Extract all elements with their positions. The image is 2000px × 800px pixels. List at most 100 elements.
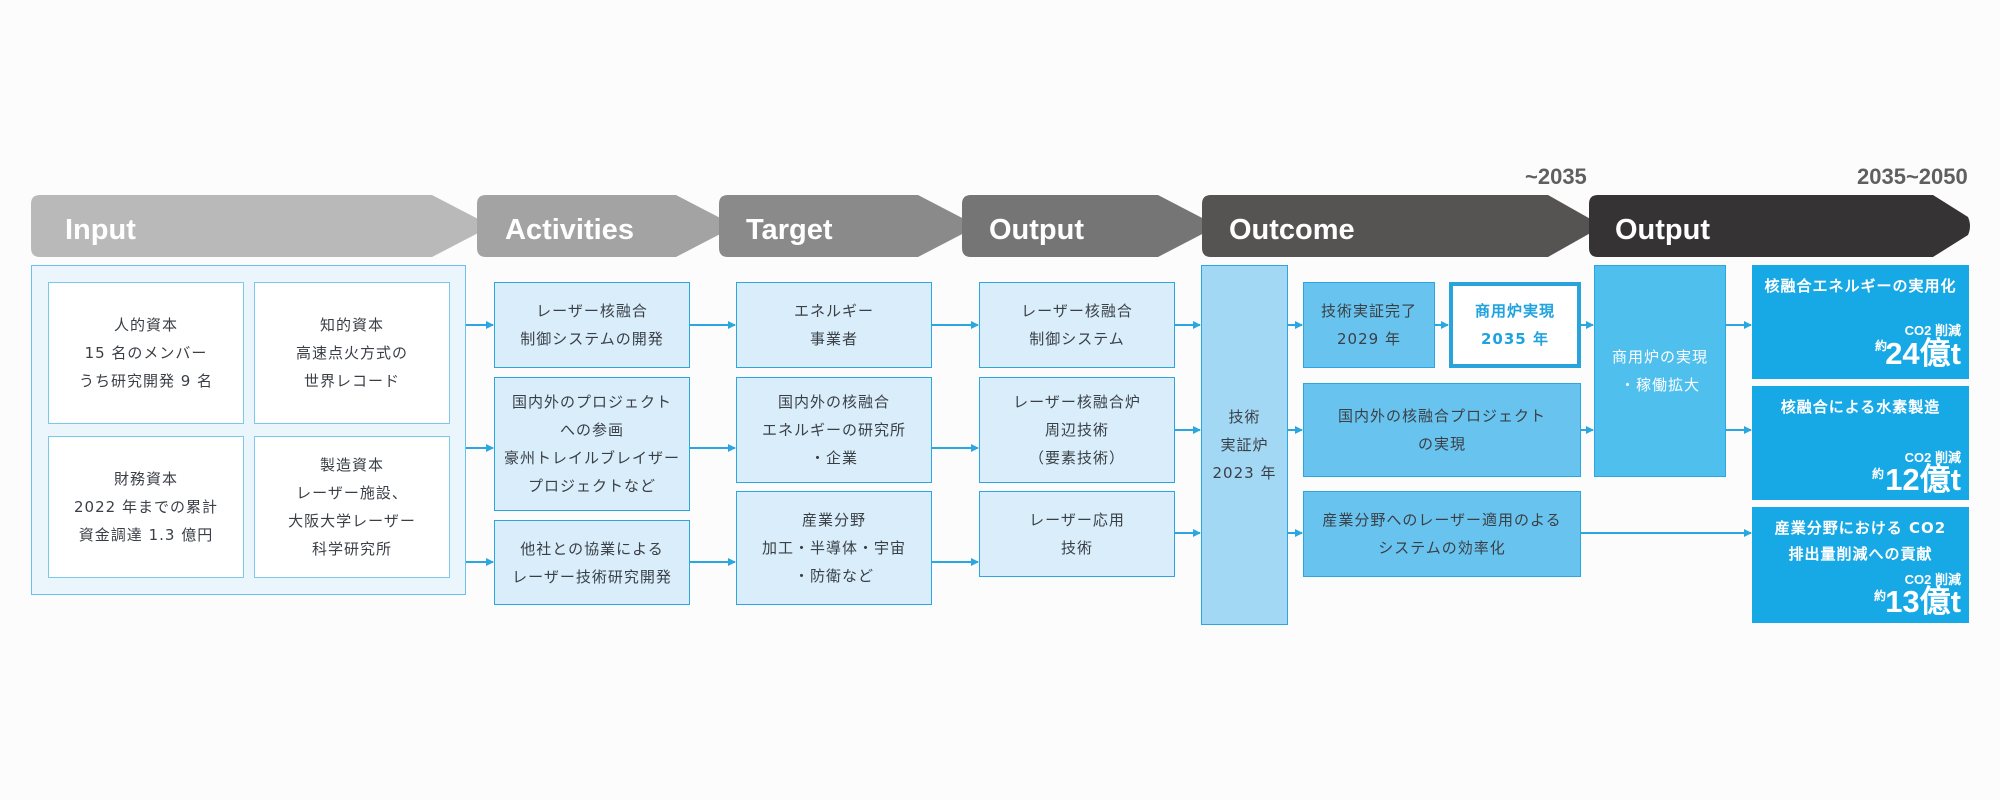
project-line1: 国内外の核融合プロジェクト [1337,407,1546,425]
header-arrow-activities [477,195,726,257]
input-financial-capital: 財務資本 2022 年までの累計 資金調達 1.3 億円 [48,436,244,578]
input-human-capital: 人的資本 15 名のメンバー うち研究開発 9 名 [48,282,244,424]
industry-line1: 産業分野へのレーザー適用のよる [1322,511,1562,529]
human-capital-title: 人的資本 [113,316,178,334]
result-3-amount: 13億t [1885,584,1961,619]
output-2-line1: レーザー核融合炉 [1013,393,1141,411]
demo-reactor-line2: 実証炉 [1220,436,1269,454]
activity-1-line1: レーザー核融合 [536,302,648,320]
header-output: Output [989,214,1085,246]
demo-reactor-line3: 2023 年 [1212,464,1277,482]
header-arrow-input [31,195,482,257]
outcome-tech-complete: 技術実証完了 2029 年 [1303,282,1435,368]
target-energy: エネルギー 事業者 [736,282,932,368]
result-2-approx: 約 [1872,467,1885,481]
header-arrow-outcome [1202,195,1594,257]
input-manufacturing-capital: 製造資本 レーザー施設、 大阪大学レーザー 科学研究所 [254,436,450,578]
demo-reactor-line1: 技術 [1228,408,1261,426]
activity-3-line1: 他社との協業による [520,539,664,558]
activity-3-line2: レーザー技術研究開発 [512,567,672,586]
manufacturing-capital-line1: レーザー施設、 [296,484,408,502]
result-fusion-energy: 核融合エネルギーの実用化 CO2 削減 約 24億t [1752,265,1969,379]
intellectual-capital-line1: 高速点火方式の [295,344,408,362]
result-hydrogen: 核融合による水素製造 CO2 削減 約 12億t [1752,386,1969,500]
outcome-commercial-reactor: 商用炉実現 2035 年 [1449,282,1581,368]
manufacturing-capital-title: 製造資本 [319,456,384,474]
output-commercial-expansion: 商用炉の実現 ・稼働拡大 [1594,265,1726,477]
period-label-2035: ~2035 [1525,164,1587,189]
input-intellectual-capital: 知的資本 高速点火方式の 世界レコード [254,282,450,424]
result-3-co2-label: CO2 削減 [1904,572,1961,587]
expansion-line1: 商用炉の実現 [1611,348,1708,366]
header-input: Input [65,214,136,246]
manufacturing-capital-line2: 大阪大学レーザー [288,512,416,530]
activity-2-line4: プロジェクトなど [527,477,656,495]
target-1-line1: エネルギー [793,302,874,320]
output-reactor-tech: レーザー核融合炉 周辺技術 （要素技術） [979,377,1175,483]
manufacturing-capital-line3: 科学研究所 [311,540,392,558]
commercial-line1: 商用炉実現 [1474,302,1555,320]
intellectual-capital-line2: 世界レコード [303,372,400,390]
header-target: Target [746,214,833,246]
target-1-line2: 事業者 [809,330,858,348]
activity-projects: 国内外のプロジェクト への参画 豪州トレイルブレイザー プロジェクトなど [494,377,690,511]
header-arrow-final-output [1589,195,1970,257]
financial-capital-line2: 資金調達 1.3 億円 [78,526,214,544]
output-1-line1: レーザー核融合 [1021,302,1133,320]
output-2-line2: 周辺技術 [1044,421,1109,439]
activity-laser-control: レーザー核融合 制御システムの開発 [494,282,690,368]
output-1-line2: 制御システム [1029,330,1125,348]
target-3-line3: ・防衛など [793,567,874,585]
activity-2-line3: 豪州トレイルブレイザー [503,449,680,467]
result-3-title-line2: 排出量削減への貢献 [1788,545,1933,563]
outcome-demo-reactor: 技術 実証炉 2023 年 [1201,265,1288,625]
header-final-output: Output [1615,214,1711,246]
result-3-approx: 約 [1874,589,1887,603]
target-3-line1: 産業分野 [801,511,866,529]
target-3-line2: 加工・半導体・宇宙 [761,539,906,557]
target-research: 国内外の核融合 エネルギーの研究所 ・企業 [736,377,932,483]
human-capital-line1: 15 名のメンバー [84,344,208,362]
target-2-line1: 国内外の核融合 [777,393,890,411]
project-line2: の実現 [1417,435,1466,453]
header-arrow-target [719,195,968,257]
result-industry-co2: 産業分野における CO2 排出量削減への貢献 CO2 削減 約 13億t [1752,507,1969,623]
target-2-line3: ・企業 [809,449,858,467]
activity-2-line1: 国内外のプロジェクト [511,393,672,411]
result-1-title: 核融合エネルギーの実用化 [1764,277,1957,295]
activity-collaboration: 他社との協業による レーザー技術研究開発 [494,520,690,605]
activity-2-line2: への参画 [559,421,624,439]
output-2-line3: （要素技術） [1028,449,1125,467]
activity-1-line2: 制御システムの開発 [520,330,664,348]
target-2-line2: エネルギーの研究所 [761,421,906,439]
header-activities: Activities [505,214,634,246]
output-3-line1: レーザー応用 [1029,511,1125,529]
period-label-2050: 2035~2050 [1857,164,1968,189]
result-2-title: 核融合による水素製造 [1780,398,1941,416]
tech-complete-line1: 技術実証完了 [1320,302,1417,320]
financial-capital-title: 財務資本 [113,470,178,488]
result-2-co2-label: CO2 削減 [1904,450,1961,465]
intellectual-capital-title: 知的資本 [319,316,384,334]
result-3-title-line1: 産業分野における CO2 [1774,519,1947,537]
commercial-line2: 2035 年 [1481,330,1549,348]
financial-capital-line1: 2022 年までの累計 [74,498,218,516]
industry-line2: システムの効率化 [1378,539,1506,557]
human-capital-line2: うち研究開発 9 名 [78,372,214,390]
header-arrow-output [962,195,1208,257]
target-industry: 産業分野 加工・半導体・宇宙 ・防衛など [736,491,932,605]
header-outcome: Outcome [1229,214,1355,246]
outcome-project-realization: 国内外の核融合プロジェクト の実現 [1303,383,1581,477]
output-laser-application: レーザー応用 技術 [979,491,1175,577]
outcome-industry-efficiency: 産業分野へのレーザー適用のよる システムの効率化 [1303,491,1581,577]
tech-complete-line2: 2029 年 [1337,330,1401,348]
output-3-line2: 技術 [1060,539,1093,557]
result-1-amount: 24億t [1885,336,1961,371]
result-1-co2-label: CO2 削減 [1904,323,1961,338]
expansion-line2: ・稼働拡大 [1619,376,1700,394]
result-1-approx: 約 [1875,339,1888,353]
output-control-system: レーザー核融合 制御システム [979,282,1175,368]
result-2-amount: 12億t [1885,462,1961,497]
